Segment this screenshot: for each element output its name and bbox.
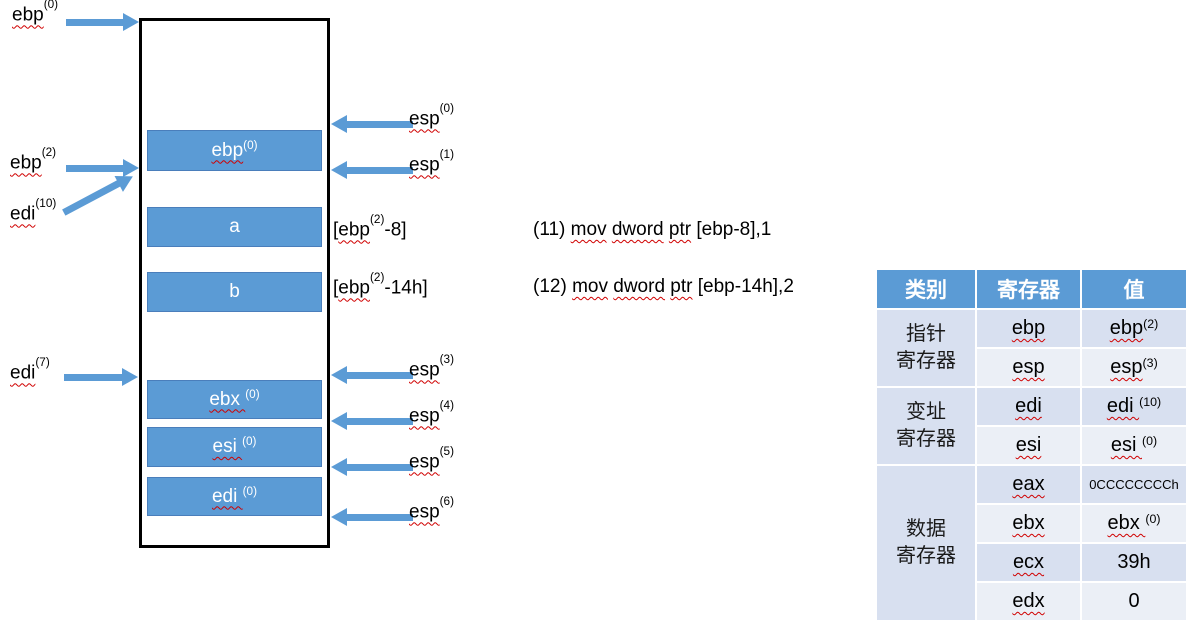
- category-index-registers: 变址寄存器: [877, 388, 975, 464]
- register-value-cell: 0: [1082, 583, 1186, 620]
- arrow-shaft: [347, 514, 413, 521]
- table-row: 指针寄存器 ebp ebp(2): [877, 310, 1186, 386]
- stack-cell-label: ebx: [209, 388, 246, 410]
- arrow-shaft: [62, 179, 122, 216]
- label-ebp0: ebp(0): [12, 0, 59, 26]
- stack-cell-esi: esi (0): [147, 427, 322, 467]
- arrow-shaft: [347, 464, 413, 471]
- label-ebp2: ebp(2): [10, 145, 57, 174]
- arrow-shaft: [347, 121, 413, 128]
- table-row: ebx ebx (0): [877, 505, 1186, 542]
- instruction-number: (12): [533, 276, 567, 297]
- stack-cell-edi: edi (0): [147, 477, 322, 516]
- arrow-head-icon: [331, 161, 347, 179]
- label-edi7: edi(7): [10, 355, 50, 384]
- stack-cell-label: a: [229, 216, 240, 237]
- label-esp6: esp(6): [409, 494, 455, 523]
- arrow-head-icon: [331, 508, 347, 526]
- edi10-arrow: [60, 168, 138, 221]
- table-row: esi esi (0): [877, 427, 1186, 464]
- instruction-line-11: (11) mov dword ptr [ebp-8],1: [533, 219, 772, 240]
- arrow-head-icon: [331, 115, 347, 133]
- arrow-head-icon: [123, 159, 139, 177]
- register-name-cell: esp: [977, 349, 1080, 386]
- label-esp3: esp(3): [409, 352, 455, 381]
- label-esp4: esp(4): [409, 398, 455, 427]
- arrow-shaft: [66, 19, 123, 26]
- arrow-head-icon: [331, 366, 347, 384]
- arrow-shaft: [347, 372, 413, 379]
- register-name-cell: ebp: [977, 310, 1080, 347]
- arrow-head-icon: [122, 368, 138, 386]
- instruction-number: (11): [533, 219, 566, 240]
- arrow-shaft: [347, 418, 413, 425]
- arrow-shaft: [347, 167, 413, 174]
- stack-cell-b: b: [147, 272, 322, 312]
- register-name-cell: ecx: [977, 544, 1080, 581]
- register-value-cell: ebp(2): [1082, 310, 1186, 347]
- label-edi10: edi(10): [10, 196, 57, 225]
- register-value-cell: 0CCCCCCCCh: [1082, 466, 1186, 503]
- register-value-cell: ebx (0): [1082, 505, 1186, 542]
- table-row: 数据寄存器 eax 0CCCCCCCCh: [877, 466, 1186, 620]
- header-register: 寄存器: [977, 270, 1080, 308]
- arrow-head-icon: [331, 412, 347, 430]
- table-header-row: 类别 寄存器 值: [877, 270, 1186, 308]
- register-name-cell: esi: [977, 427, 1080, 464]
- instruction-line-12: (12) mov dword ptr [ebp-14h],2: [533, 276, 794, 297]
- register-name-cell: ebx: [977, 505, 1080, 542]
- stack-cell-a: a: [147, 207, 322, 247]
- arrow-head-icon: [123, 13, 139, 31]
- register-name-cell: edx: [977, 583, 1080, 620]
- table-row: edx 0: [877, 583, 1186, 620]
- header-value: 值: [1082, 270, 1186, 308]
- label-esp1: esp(1): [409, 147, 455, 176]
- arrow-head-icon: [331, 458, 347, 476]
- header-category: 类别: [877, 270, 975, 308]
- register-value-cell: edi (10): [1082, 388, 1186, 425]
- stack-cell-ebx: ebx (0): [147, 380, 322, 419]
- table-row: 变址寄存器 edi edi (10): [877, 388, 1186, 464]
- register-name-cell: eax: [977, 466, 1080, 503]
- label-esp5: esp(5): [409, 444, 455, 473]
- stack-cell-ebp: ebp(0): [147, 130, 322, 171]
- register-value-cell: esi (0): [1082, 427, 1186, 464]
- register-value-cell: 39h: [1082, 544, 1186, 581]
- stack-cell-label: esi: [212, 436, 243, 457]
- register-table: 类别 寄存器 值 指针寄存器 ebp ebp(2) esp esp(3) 变址寄…: [875, 268, 1188, 622]
- category-data-registers: 数据寄存器: [877, 466, 975, 620]
- arrow-shaft: [66, 165, 123, 172]
- arrow-shaft: [64, 374, 123, 381]
- address-label-ebp-8: [ebp(2)-8]: [333, 212, 407, 241]
- register-name-cell: edi: [977, 388, 1080, 425]
- label-esp0: esp(0): [409, 101, 455, 130]
- register-value-cell: esp(3): [1082, 349, 1186, 386]
- stack-cell-label: b: [229, 281, 240, 302]
- stack-cell-label: edi: [211, 485, 243, 507]
- stack-cell-label: ebp: [211, 139, 244, 161]
- category-pointer-registers: 指针寄存器: [877, 310, 975, 386]
- table-row: esp esp(3): [877, 349, 1186, 386]
- address-label-ebp-14h: [ebp(2)-14h]: [333, 270, 428, 299]
- table-row: ecx 39h: [877, 544, 1186, 581]
